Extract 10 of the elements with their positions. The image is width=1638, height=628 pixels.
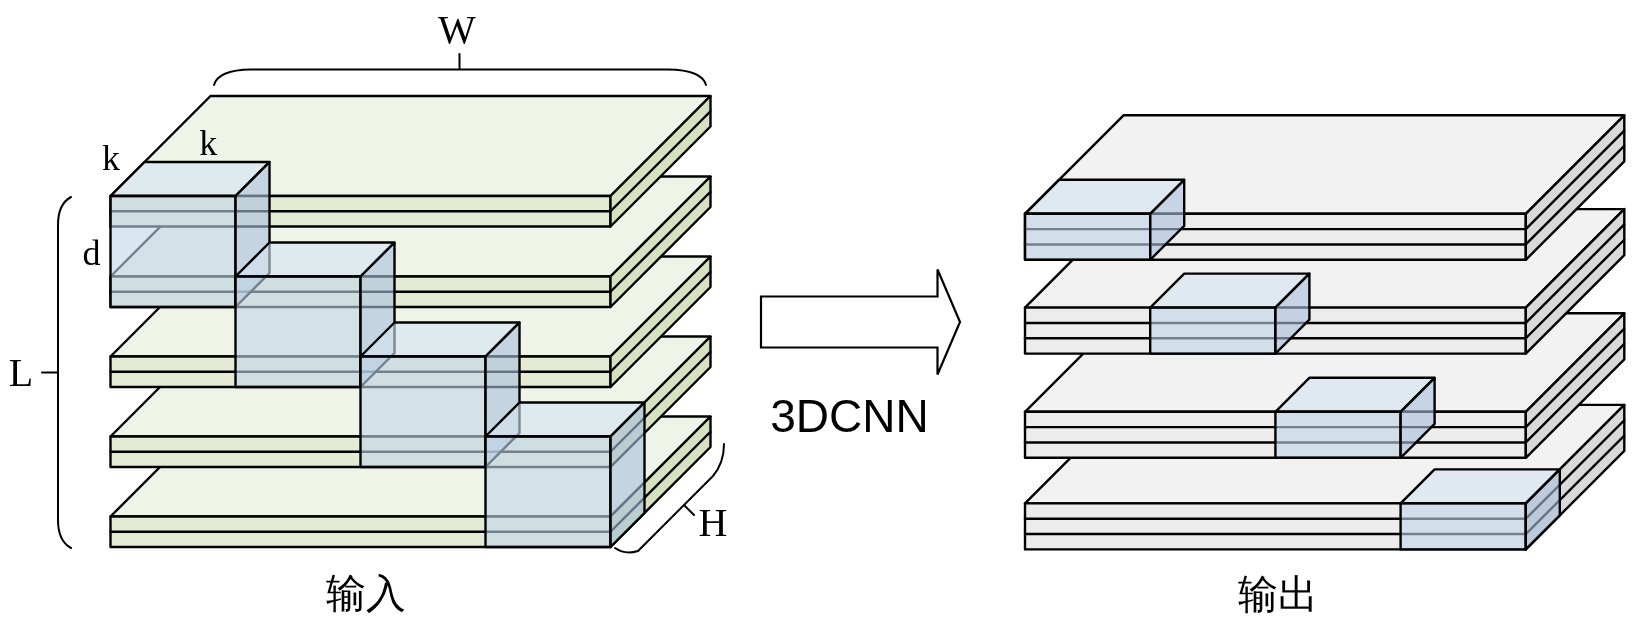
dimension-label: k [101,140,120,176]
dimension-label: W [438,10,476,50]
layer-stack-drawing [1023,113,1627,553]
node-label: 输入 [326,573,406,613]
dimension-label: H [698,503,728,543]
dimension-label: d [82,235,101,271]
block-arrow [759,268,962,376]
dimension-label: k [199,125,218,161]
node-label: 输出 [1238,574,1318,614]
dimension-label: L [8,353,34,393]
